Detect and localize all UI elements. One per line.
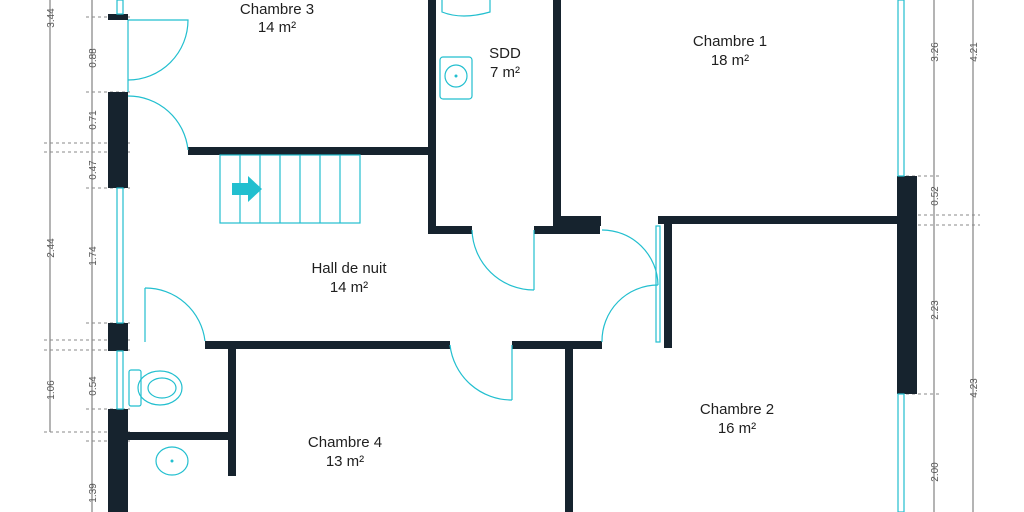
toilet-icon [128, 369, 183, 407]
dim-right-inner-3: 2.23 [930, 300, 941, 320]
bathtub-icon [441, 0, 491, 17]
dim-right-outer-1: 4.21 [969, 42, 980, 62]
room-name-chambre3: Chambre 3 [240, 1, 314, 18]
dim-left-inner-4: 1.74 [88, 246, 99, 266]
doors [127, 19, 659, 401]
room-area-sdd: 7 m² [490, 64, 520, 81]
room-area-chambre2: 16 m² [718, 420, 756, 437]
stair-arrow-icon [232, 176, 262, 202]
dim-left-inner-2: 0.71 [88, 110, 99, 130]
sink-icon [439, 56, 473, 100]
dim-left-inner-1: 0.88 [88, 48, 99, 68]
room-name-chambre1: Chambre 1 [693, 33, 767, 50]
dim-left-outer-1: 3.44 [46, 8, 57, 28]
walls [108, 0, 917, 512]
dim-right-outer-2: 4.23 [969, 378, 980, 398]
left-dimensions [44, 0, 130, 512]
stairs [219, 154, 361, 224]
room-area-chambre3: 14 m² [258, 19, 296, 36]
dim-right-inner-1: 3.26 [930, 42, 941, 62]
room-name-chambre4: Chambre 4 [308, 434, 382, 451]
room-area-hall: 14 m² [330, 279, 368, 296]
dim-left-outer-3: 1.06 [46, 380, 57, 400]
sink-icon-2 [155, 446, 189, 476]
room-area-chambre1: 18 m² [711, 52, 749, 69]
room-area-chambre4: 13 m² [326, 453, 364, 470]
dim-right-inner-2: 0.52 [930, 186, 941, 206]
dim-left-inner-3: 0.47 [88, 160, 99, 180]
room-name-sdd: SDD [489, 45, 521, 62]
dim-left-outer-2: 2.44 [46, 238, 57, 258]
dim-left-inner-5: 0.54 [88, 376, 99, 396]
room-name-hall: Hall de nuit [311, 260, 387, 277]
room-name-chambre2: Chambre 2 [700, 401, 774, 418]
dim-left-inner-6: 1.39 [88, 483, 99, 503]
dim-right-inner-4: 2.00 [930, 462, 941, 482]
